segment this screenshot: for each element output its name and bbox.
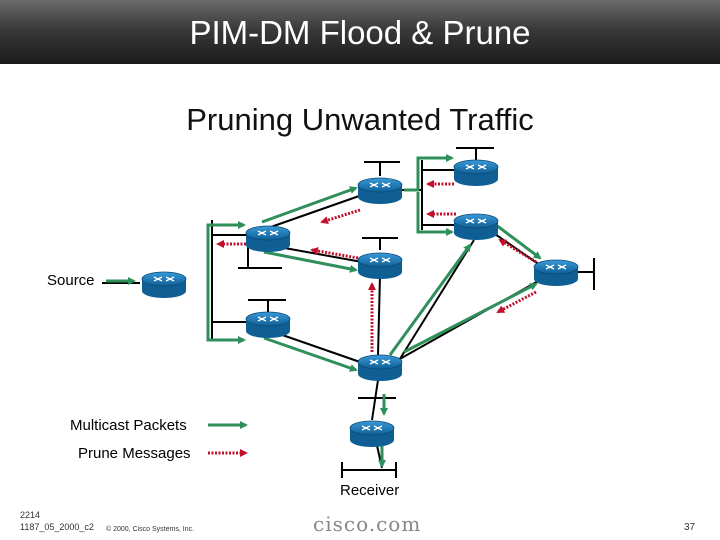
multicast-arrow [403,282,538,354]
link [397,239,475,363]
router-icon [533,259,579,286]
prune-arrow [496,290,537,314]
slide-subtitle: Pruning Unwanted Traffic [186,102,534,137]
router-icon [357,177,403,204]
router-icon [357,354,403,381]
footer-copyright: © 2000, Cisco Systems, Inc. [106,526,195,533]
legend-multicast-label: Multicast Packets [70,417,187,434]
multicast-arrow [404,154,454,192]
multicast-arrow [206,290,246,344]
multicast-arrow [261,186,358,224]
router-icon [141,271,187,298]
page-number: 37 [684,522,696,533]
prune-arrow [320,208,361,225]
routers [141,159,579,447]
link [371,379,379,421]
link [377,274,381,356]
multicast-arrow [263,250,358,273]
footer-code1: 2214 [20,510,41,520]
title-bar: PIM-DM Flood & Prune [0,0,720,64]
source-label: Source [47,272,95,289]
multicast-flows [106,154,542,468]
router-icon [245,311,291,338]
router-icon [453,159,499,186]
router-icon [245,225,291,252]
multicast-arrow [263,336,358,372]
multicast-arrow [416,192,454,236]
router-icon [357,252,403,279]
prune-arrow [498,238,537,264]
router-icon [453,213,499,240]
receiver-label: Receiver [340,482,400,499]
router-icon [349,420,395,447]
multicast-arrow [491,220,542,260]
prune-flows [216,180,537,352]
prune-arrow [310,247,359,260]
legend-prune-label: Prune Messages [78,445,191,462]
link [267,194,363,229]
footer-code2: 1187_05_2000_c2 [20,522,94,532]
multicast-arrow [388,243,472,356]
cisco-logo: cisco.com [313,512,422,536]
slide-title: PIM-DM Flood & Prune [189,14,531,51]
multicast-arrow [206,221,246,290]
